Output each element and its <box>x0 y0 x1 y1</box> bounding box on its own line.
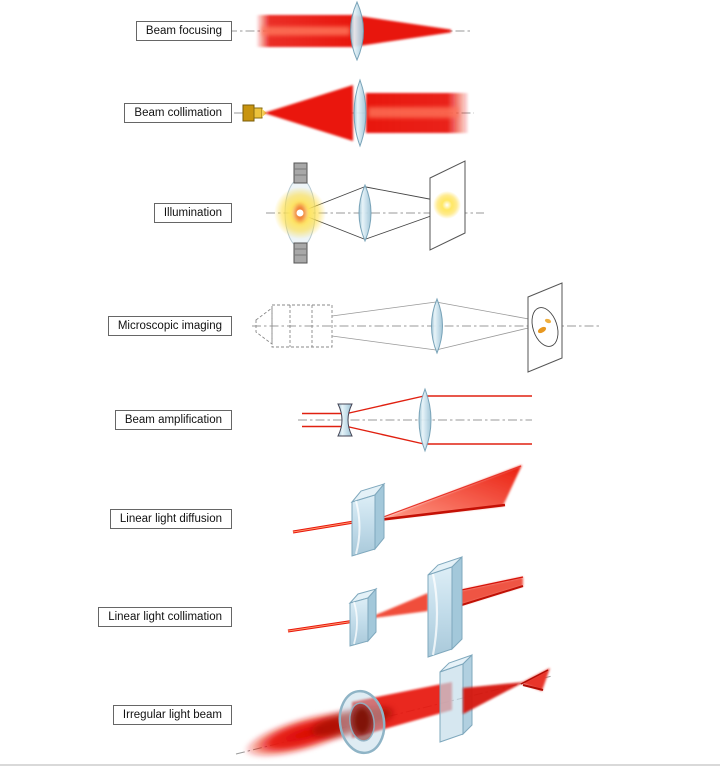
beam-core <box>368 107 458 118</box>
label-beam-amplification: Beam amplification <box>114 410 232 430</box>
fan-tip-edge <box>520 669 549 685</box>
diverging-beam <box>264 85 353 141</box>
collimated-flat-beam <box>452 577 523 608</box>
microscopic-imaging-diagram <box>252 282 602 373</box>
biconvex-lens <box>418 387 432 453</box>
irregular-light-beam-diagram <box>235 653 553 759</box>
output-fan-tip <box>521 668 550 691</box>
label-linear-light-diffusion: Linear light diffusion <box>109 509 232 529</box>
label-beam-collimation: Beam collimation <box>124 103 232 123</box>
cylindrical-lens-icon-2 <box>439 653 473 743</box>
label-microscopic-imaging: Microscopic imaging <box>107 316 232 336</box>
fan-edge-bottom <box>377 503 506 522</box>
fan-edge-top <box>377 465 522 520</box>
fan-tip-edge <box>522 684 544 691</box>
beam-edge-bottom <box>451 585 524 609</box>
biconvex-lens <box>353 78 367 148</box>
concave-lens <box>337 403 353 437</box>
label-beam-focusing: Beam focusing <box>135 21 232 41</box>
cylindrical-lens-large-icon <box>427 555 463 658</box>
input-beam-core <box>287 620 356 632</box>
expanding-beam <box>366 593 428 619</box>
focusing-beam <box>352 15 451 47</box>
objective-outline <box>255 304 333 348</box>
round-lens-icon <box>338 689 386 755</box>
label-illumination: Illumination <box>153 203 232 223</box>
expander-rays <box>302 395 532 445</box>
cylindrical-lens-small-icon <box>348 587 378 647</box>
beam-edge-top <box>451 576 524 593</box>
linear-light-diffusion-diagram <box>292 465 522 557</box>
converging-beam <box>463 682 524 714</box>
imaging-lens <box>431 297 443 355</box>
screen-glow <box>433 191 461 219</box>
illumination-diagram <box>266 160 484 264</box>
laser-diode-icon <box>242 104 267 122</box>
input-beam-core <box>292 520 361 533</box>
arc-lamp-icon <box>274 162 326 264</box>
condenser-lens <box>358 183 372 243</box>
linear-light-collimation-diagram <box>287 555 524 658</box>
beam-core <box>262 26 350 36</box>
cylindrical-lens-icon <box>350 482 386 557</box>
specimen <box>537 326 547 334</box>
beam-focusing-diagram <box>228 0 472 62</box>
label-irregular-light-beam: Irregular light beam <box>112 705 232 725</box>
specimen-view <box>531 307 559 347</box>
label-linear-light-collimation: Linear light collimation <box>98 607 232 627</box>
biconvex-lens <box>350 0 364 62</box>
specimen <box>544 318 552 324</box>
ray <box>435 323 546 351</box>
beam-collimation-diagram <box>234 78 474 148</box>
ray <box>435 301 546 323</box>
ray <box>331 301 437 317</box>
beam-amplification-diagram <box>298 387 532 453</box>
ray <box>331 335 437 351</box>
